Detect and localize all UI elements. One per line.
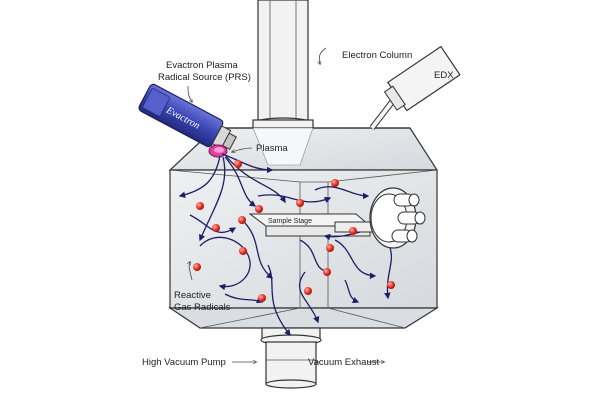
radical-sphere (296, 199, 304, 207)
reactive-label-line2: Gas Radicals (174, 302, 231, 313)
high-vacuum-pump-label: High Vacuum Pump (142, 357, 226, 368)
radical-sphere (323, 268, 331, 276)
radical-sphere (212, 224, 220, 232)
radical-sphere (349, 227, 357, 235)
radical-sphere (258, 294, 266, 302)
sample-stage-label: Sample Stage (268, 218, 312, 225)
edx-detector: EDX (369, 45, 461, 130)
electron-column-label: Electron Column (342, 50, 412, 61)
vacuum-pump-pipe (260, 327, 322, 389)
radical-sphere (196, 202, 204, 210)
electron-column (252, 0, 314, 131)
radical-sphere (304, 287, 312, 295)
radical-sphere (238, 216, 246, 224)
prs-label-line2: Radical Source (PRS) (158, 72, 251, 83)
radical-sphere (193, 263, 201, 271)
radical-sphere (331, 179, 339, 187)
radical-sphere (255, 205, 263, 213)
callout-leaders (188, 47, 384, 362)
radical-spheres (193, 160, 395, 302)
edx-label: EDX (434, 70, 454, 81)
plasma-label: Plasma (256, 143, 288, 154)
detector-port (369, 187, 426, 249)
reactive-label-line1: Reactive (174, 290, 211, 301)
sample-stage: Sample Stage (248, 213, 376, 237)
radical-sphere (239, 247, 247, 255)
radical-sphere (387, 281, 395, 289)
vacuum-chamber (168, 127, 440, 329)
prs-label-line1: Evactron Plasma (166, 60, 239, 71)
gas-flow-paths (178, 153, 393, 337)
radical-sphere (326, 244, 334, 252)
radical-sphere (234, 160, 242, 168)
vacuum-exhaust-label: Vacuum Exhaust (308, 357, 379, 368)
